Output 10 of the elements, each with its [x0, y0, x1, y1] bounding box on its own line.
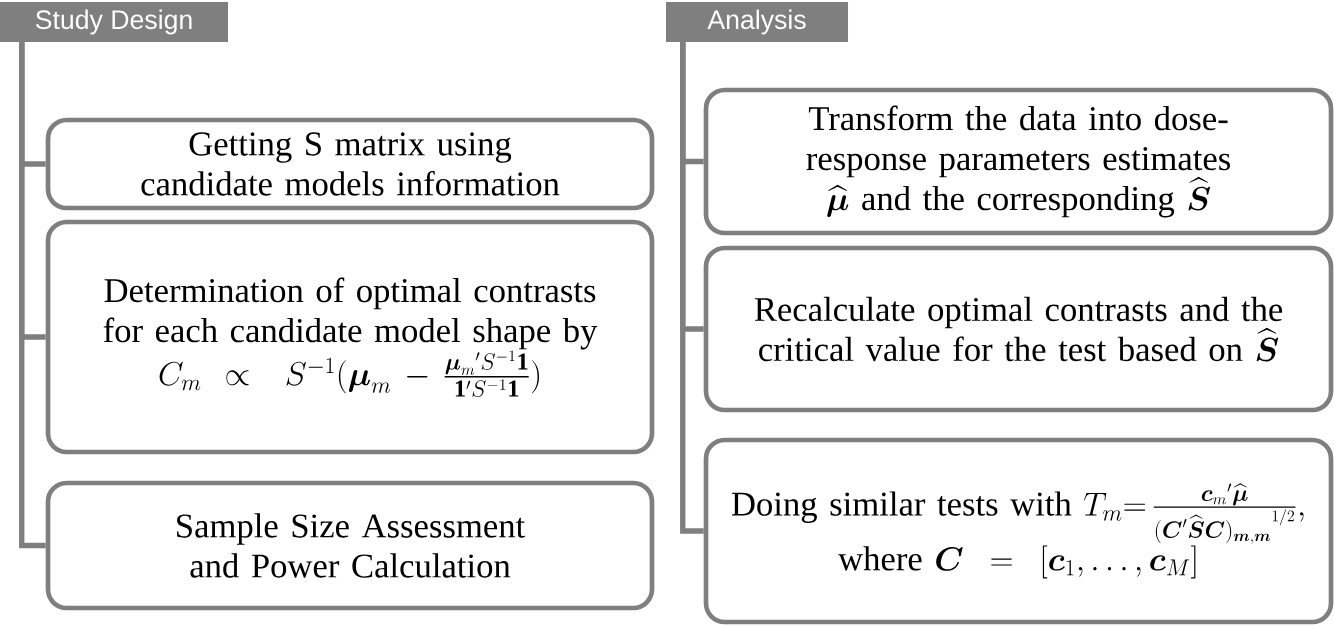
step-box: Doing similar tests with $T_m{=}\,\frac{{\boldsymbol{c}_m}'\widehat{\boldsymbol{\mu}}}{{(\boldsymbol{C}'\widehat{\boldsymbol{S}}\boldsymbol{C})_{\boldsymbol{m},\boldsymbol{m}}}^{1/2}},$ where $\boldsymbol{C} = [\boldsymbol{c}_1, \ldots, \boldsymbol{c}_M]$ — [703, 437, 1334, 625]
tree-connector — [680, 42, 704, 534]
step-box: Determination of optimal contrasts for each candidate model shape by $C_m \propto\ S^{-1}(\boldsymbol{\mu}_m - \frac{{\boldsymbol{\mu}_m}'S^{-1}\mathbf{1}}{\mathbf{1}'S^{-1}\mathbf{1}})$ — [45, 219, 655, 455]
step-box: Getting S matrix using candidate models information — [45, 117, 655, 211]
step-box: Transform the data into dose-response parameters estimates $\widehat{\boldsymbol{\mu}}$ and the corresponding $\widehat{\boldsymbol{S}}$ — [703, 87, 1334, 236]
section-header: Study Design — [0, 2, 228, 42]
step-box: Recalculate optimal contrasts and the critical value for the test based on $\widehat{\boldsymbol{S}}$ — [703, 245, 1334, 413]
section-header: Analysis — [666, 2, 848, 42]
tree-connector — [19, 42, 46, 549]
step-box: Sample Size Assessment and Power Calculation — [45, 480, 655, 611]
